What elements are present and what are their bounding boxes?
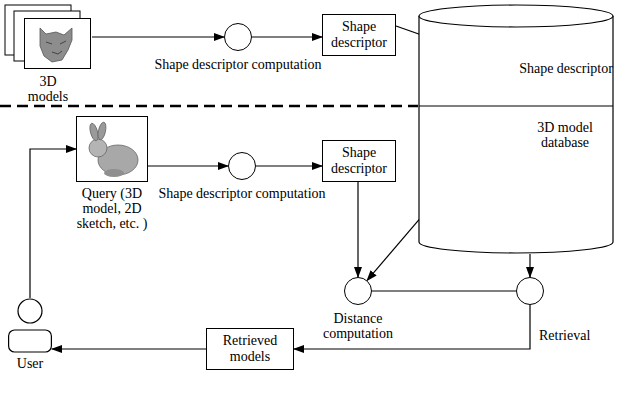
user-illustration <box>8 298 52 354</box>
node-text: Retrieved models <box>211 333 289 365</box>
connector-arrow <box>372 290 516 291</box>
node-label: Retrieval <box>539 328 590 343</box>
connector-arrow <box>52 348 206 349</box>
connector-arrow <box>256 165 322 166</box>
process-box: Shape descriptor <box>322 140 396 182</box>
separator-dashed-line <box>0 105 418 108</box>
connector-arrow <box>148 165 228 166</box>
stack-node: 3D models <box>4 4 92 70</box>
bunny-head <box>89 139 107 157</box>
node-text: Shape descriptor <box>327 145 391 177</box>
bunny-node: Query (3D model, 2D sketch, etc. ) <box>76 116 148 182</box>
user-head <box>18 299 42 323</box>
process-box: Shape descriptor <box>322 14 396 56</box>
connector-arrow <box>529 254 530 277</box>
process-box: Retrieved models <box>206 328 294 370</box>
bunny-foot <box>104 169 124 177</box>
connector-arrow <box>294 305 530 349</box>
cat-model-detail <box>46 41 66 54</box>
node-label: 3D models <box>26 74 70 104</box>
database-divider <box>419 105 613 106</box>
model-frame <box>25 19 91 69</box>
connector-arrow <box>252 36 322 37</box>
database-record: Shape descriptor <box>518 46 614 92</box>
node-label: Query (3D model, 2D sketch, etc. ) <box>74 186 150 231</box>
process-circle: Shape descriptor computation <box>224 23 252 51</box>
user-body <box>9 330 52 352</box>
node-label: 3D model database <box>522 120 608 150</box>
node-label: Shape descriptor computation <box>158 186 325 201</box>
node-text: Shape descriptor <box>327 19 391 51</box>
database-top <box>419 5 613 27</box>
database-cylinder <box>419 16 613 253</box>
process-circle: Retrieval <box>516 277 544 305</box>
node-label: User <box>17 356 43 371</box>
node-label: Distance computation <box>315 311 401 341</box>
user-node: User <box>8 298 52 354</box>
db-node: 3D model database Shape descriptor <box>418 4 614 254</box>
stack-illustration <box>4 4 92 70</box>
bunny-ear <box>97 121 108 140</box>
connector-arrow <box>30 149 76 298</box>
cat-model-icon <box>40 28 72 62</box>
connector-arrow <box>92 36 224 37</box>
node-text: Shape descriptor <box>519 60 613 78</box>
process-circle: Shape descriptor computation <box>228 152 256 180</box>
query-frame <box>77 117 148 182</box>
connector-arrow <box>357 182 358 277</box>
bunny-illustration <box>76 116 148 182</box>
node-label: Shape descriptor computation <box>154 57 321 72</box>
process-circle: Distance computation <box>344 277 372 305</box>
